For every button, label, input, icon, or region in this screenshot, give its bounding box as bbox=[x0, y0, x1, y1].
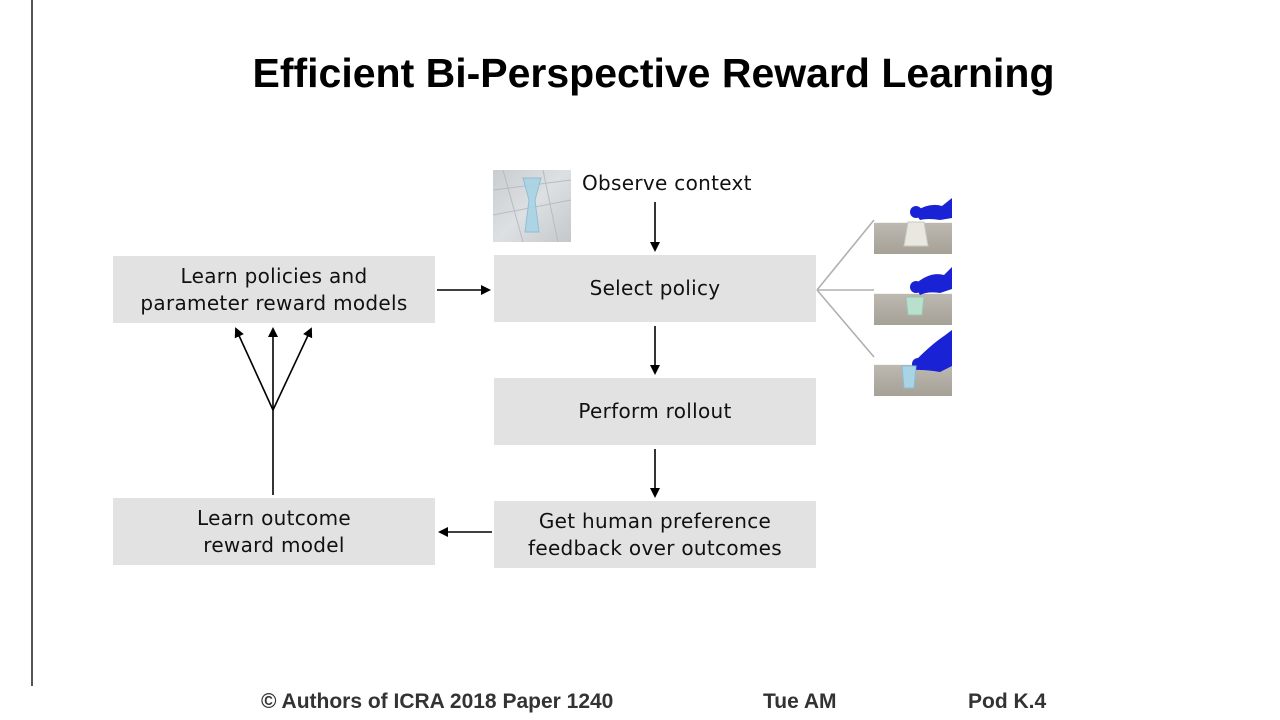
learn-policies-text-line1: Learn policies and bbox=[180, 263, 368, 288]
left-border-line bbox=[31, 0, 33, 686]
arrow-trident-left bbox=[234, 327, 274, 411]
footer-session: Tue AM bbox=[763, 690, 837, 713]
fan-line-top bbox=[816, 219, 875, 291]
fan-line-bottom bbox=[816, 289, 875, 358]
perform-rollout-box: Perform rollout bbox=[494, 378, 816, 445]
footer-copyright: © Authors of ICRA 2018 Paper 1240 bbox=[261, 690, 614, 713]
perform-rollout-text: Perform rollout bbox=[578, 399, 732, 423]
context-image bbox=[493, 170, 571, 242]
learn-outcome-box: Learn outcome reward model bbox=[113, 498, 435, 565]
select-policy-text: Select policy bbox=[589, 276, 721, 300]
learn-policies-box: Learn policies and parameter reward mode… bbox=[113, 256, 435, 323]
slide-title: Efficient Bi-Perspective Reward Learning bbox=[252, 50, 1055, 96]
robot-rollout-image-3 bbox=[874, 326, 952, 396]
feedback-box: Get human preference feedback over outco… bbox=[494, 501, 816, 568]
robot-rollout-image-1 bbox=[874, 184, 952, 254]
learn-outcome-text-line2: reward model bbox=[203, 532, 345, 557]
learn-outcome-text-line1: Learn outcome bbox=[197, 505, 351, 530]
learn-policies-text-line2: parameter reward models bbox=[140, 290, 408, 315]
select-policy-box: Select policy bbox=[494, 255, 816, 322]
robot-rollout-image-2 bbox=[874, 255, 952, 325]
feedback-text-line1: Get human preference bbox=[538, 508, 772, 533]
arrow-trident-right bbox=[272, 327, 313, 411]
footer-pod: Pod K.4 bbox=[968, 690, 1047, 713]
observe-context-label: Observe context bbox=[582, 171, 752, 195]
feedback-text-line2: feedback over outcomes bbox=[528, 535, 782, 560]
